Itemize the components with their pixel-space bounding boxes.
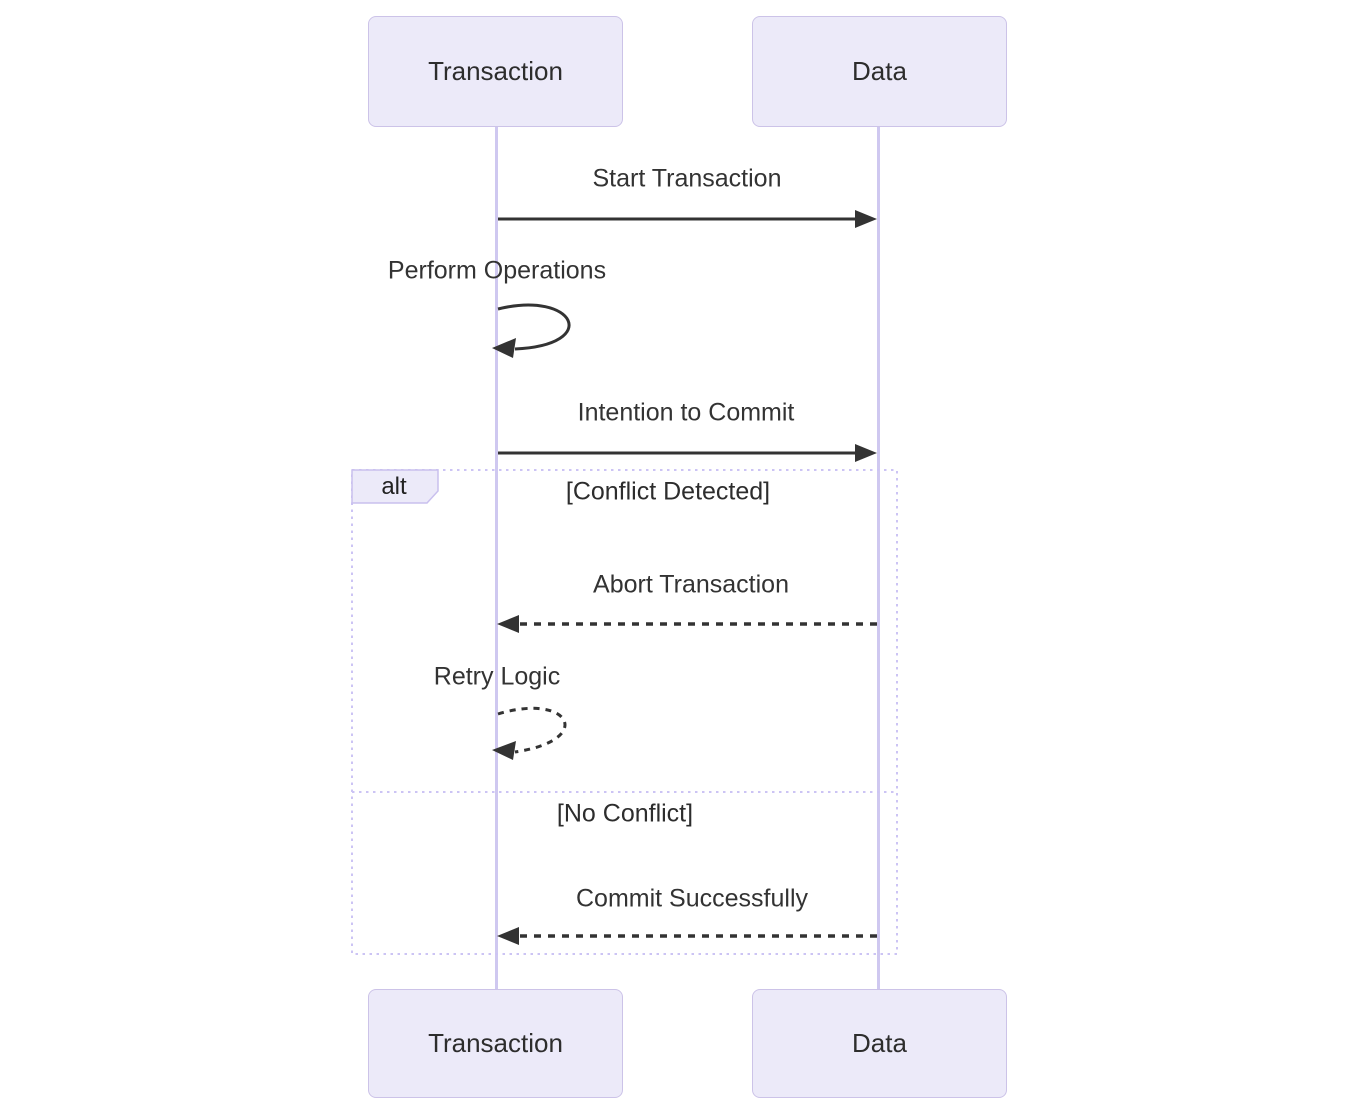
message-retry-logic: Retry Logic [433,662,561,691]
actor-data-top: Data [752,16,1007,127]
actor-data-bottom-label: Data [852,1028,907,1058]
arrow-commit-successfully [497,927,877,945]
arrow-abort-transaction [497,615,877,633]
message-commit-successfully: Commit Successfully [576,884,808,913]
actor-data-bottom: Data [752,989,1007,1098]
actor-transaction-bottom: Transaction [368,989,623,1098]
message-abort-transaction: Abort Transaction [593,570,789,599]
message-perform-operations: Perform Operations [387,256,607,285]
alt-label-shape [351,469,439,504]
message-start-transaction: Start Transaction [592,164,782,193]
actor-transaction-top: Transaction [368,16,623,127]
arrow-intention-to-commit [498,444,877,462]
alt-branch1-condition: [Conflict Detected] [565,477,771,506]
alt-frame-border [351,469,898,955]
actor-transaction-top-label: Transaction [428,56,563,86]
arrow-perform-operations-loop [492,303,571,358]
message-intention-to-commit: Intention to Commit [577,398,795,427]
alt-frame-label: alt [381,473,407,500]
actor-transaction-bottom-label: Transaction [428,1028,563,1058]
actor-data-top-label: Data [852,56,907,86]
arrow-start-transaction [498,210,877,228]
alt-branch2-condition: [No Conflict] [556,799,694,828]
arrow-retry-logic-loop [492,706,567,760]
